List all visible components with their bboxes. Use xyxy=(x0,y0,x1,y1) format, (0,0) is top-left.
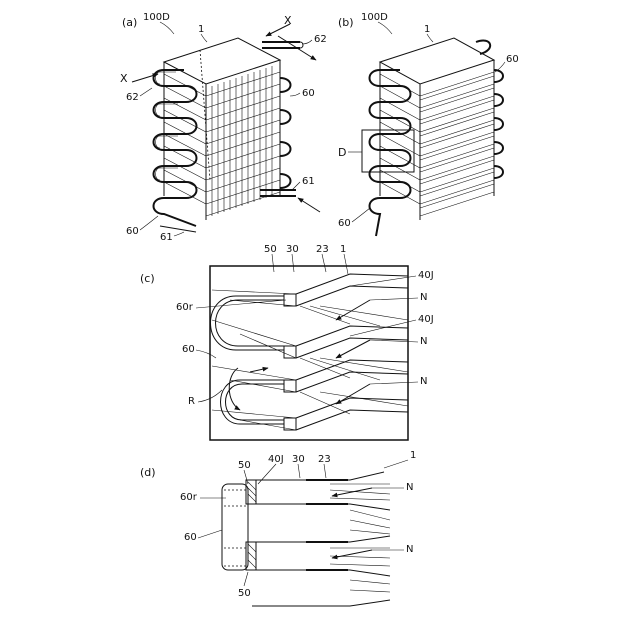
u-bend-lower-c xyxy=(221,380,285,424)
panel-d: (d) 50 40J 30 23 1 N xyxy=(140,450,416,606)
label-core-a: 1 xyxy=(198,24,204,35)
label-100d-a: 100D xyxy=(143,12,170,23)
label-60r-c: 60r xyxy=(176,302,194,313)
plates-c xyxy=(212,274,408,430)
label-x-top-a: X xyxy=(284,14,292,27)
tube-loop-d xyxy=(222,484,248,570)
label-50-d: 50 xyxy=(238,460,251,471)
label-40j-1: 40J xyxy=(418,270,434,281)
label-n-d1: N xyxy=(406,482,413,493)
panel-d-label: (d) xyxy=(140,466,156,479)
label-n-d2: N xyxy=(406,544,413,555)
label-61-bottom: 61 xyxy=(160,232,173,243)
label-30-c: 30 xyxy=(286,244,299,255)
fin-stack-b xyxy=(380,72,494,216)
label-60-bottom-b: 60 xyxy=(338,218,351,229)
panel-b: (b) 100D 1 D 60 60 xyxy=(338,12,519,236)
label-40j-d: 40J xyxy=(268,454,284,465)
label-n-1: N xyxy=(420,292,427,303)
label-50-c: 50 xyxy=(264,244,277,255)
panel-a: (a) 100D 1 X X 62 xyxy=(120,12,327,243)
label-n-2: N xyxy=(420,336,427,347)
label-1-c: 1 xyxy=(340,244,346,255)
label-30-d: 30 xyxy=(292,454,305,465)
label-60r-d: 60r xyxy=(180,492,198,503)
label-23-d: 23 xyxy=(318,454,331,465)
panel-c: (c) 50 30 23 1 xyxy=(140,244,434,440)
label-61-right: 61 xyxy=(302,176,315,187)
panel-c-label: (c) xyxy=(140,272,155,285)
label-40j-2: 40J xyxy=(418,314,434,325)
panel-b-label: (b) xyxy=(338,16,354,29)
label-d: D xyxy=(338,146,346,159)
label-60-bottom-a: 60 xyxy=(126,226,139,237)
plates-d xyxy=(252,472,390,606)
label-n-3: N xyxy=(420,376,427,387)
serpentine-tube-b xyxy=(370,70,411,236)
label-r-c: R xyxy=(188,396,195,407)
label-60-right-b: 60 xyxy=(506,54,519,65)
label-50-bottom-d: 50 xyxy=(238,588,251,599)
label-60-d: 60 xyxy=(184,532,197,543)
label-60-right-a: 60 xyxy=(302,88,315,99)
fin-stack-a xyxy=(164,66,280,216)
label-62-top: 62 xyxy=(314,34,327,45)
label-x-left-a: X xyxy=(120,72,128,85)
label-1-d: 1 xyxy=(410,450,416,461)
label-core-b: 1 xyxy=(424,24,430,35)
panel-a-label: (a) xyxy=(122,16,137,29)
label-23-c: 23 xyxy=(316,244,329,255)
label-62-left: 62 xyxy=(126,92,139,103)
label-100d-b: 100D xyxy=(361,12,388,23)
label-60-c: 60 xyxy=(182,344,195,355)
